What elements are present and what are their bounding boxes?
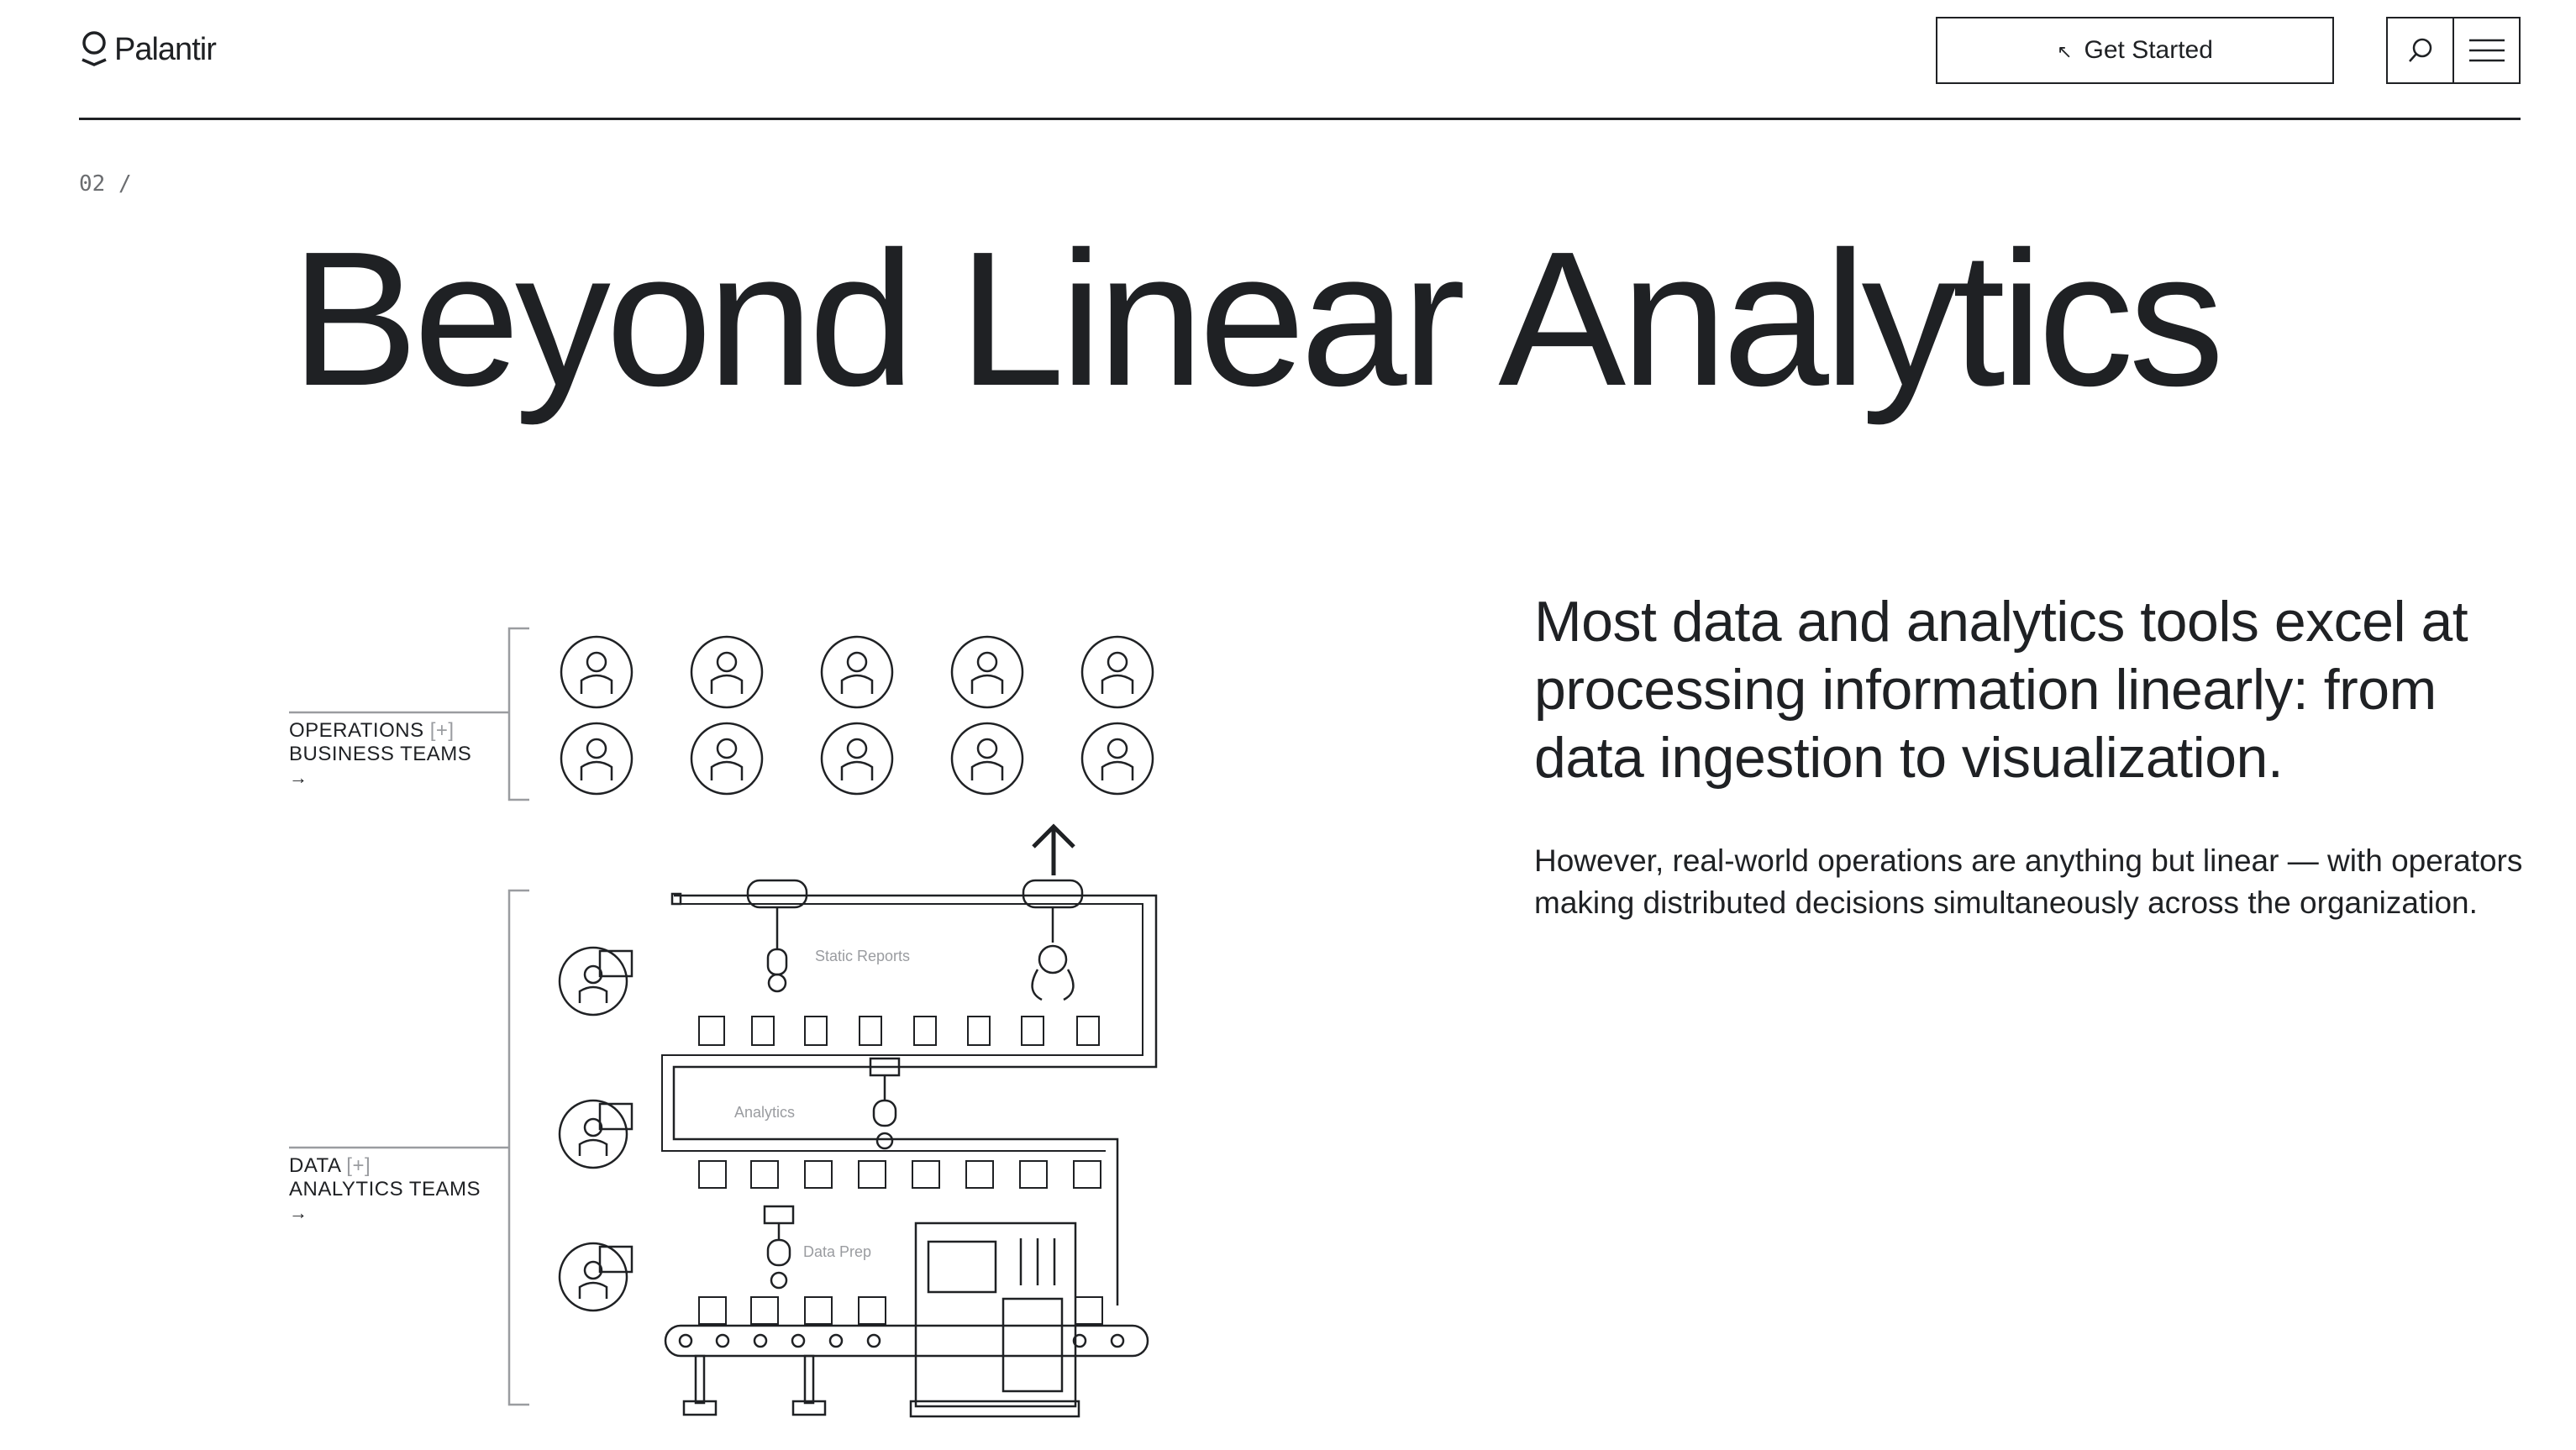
operations-people-icons — [560, 635, 1154, 796]
svg-text:Analytics: Analytics — [734, 1104, 795, 1121]
svg-text:Data Prep: Data Prep — [803, 1243, 871, 1260]
page-title: Beyond Linear Analytics — [291, 213, 2225, 426]
palantir-logo[interactable]: Palantir — [79, 30, 217, 69]
lead-paragraph: Most data and analytics tools excel at p… — [1534, 590, 2468, 790]
arrow-up-left-icon: ↖ — [2057, 41, 2073, 62]
data-prep-row — [698, 1296, 1103, 1325]
site-header: Palantir ↖ Get Started — [0, 0, 2576, 122]
processing-machine — [909, 1221, 1080, 1418]
svg-text:Static Reports: Static Reports — [815, 948, 910, 964]
linear-analytics-illustration: OPERATIONS [+] BUSINESS TEAMS → DATA [+]… — [277, 613, 1159, 1420]
palantir-logo-icon — [81, 31, 107, 66]
section-number: 02 / — [79, 171, 132, 197]
analytics-teams-label: DATA [+] ANALYTICS TEAMS → — [289, 1154, 481, 1223]
search-icon — [2408, 38, 2431, 62]
brand-name: Palantir — [114, 32, 217, 67]
robot-arm-1 — [746, 879, 808, 993]
robot-arm-3 — [869, 1057, 901, 1150]
hamburger-menu-icon — [2468, 39, 2505, 62]
analytics-row — [698, 1160, 1101, 1189]
factory-diagram: Static Reports Analytics Data Prep — [289, 627, 1158, 1418]
header-icon-group — [2386, 17, 2521, 84]
static-reports-row — [698, 1016, 1100, 1046]
get-started-label: Get Started — [2084, 36, 2213, 64]
operations-teams-label: OPERATIONS [+] BUSINESS TEAMS → — [289, 719, 472, 788]
analytics-people-icons — [558, 946, 633, 1312]
header-divider — [79, 118, 2521, 120]
menu-button[interactable] — [2452, 18, 2519, 82]
robot-arm-4 — [763, 1205, 795, 1290]
get-started-button[interactable]: ↖ Get Started — [1936, 17, 2334, 84]
search-button[interactable] — [2388, 18, 2452, 82]
body-paragraph: However, real-world operations are anyth… — [1534, 843, 2523, 920]
robot-arm-2 — [1022, 879, 1084, 1001]
